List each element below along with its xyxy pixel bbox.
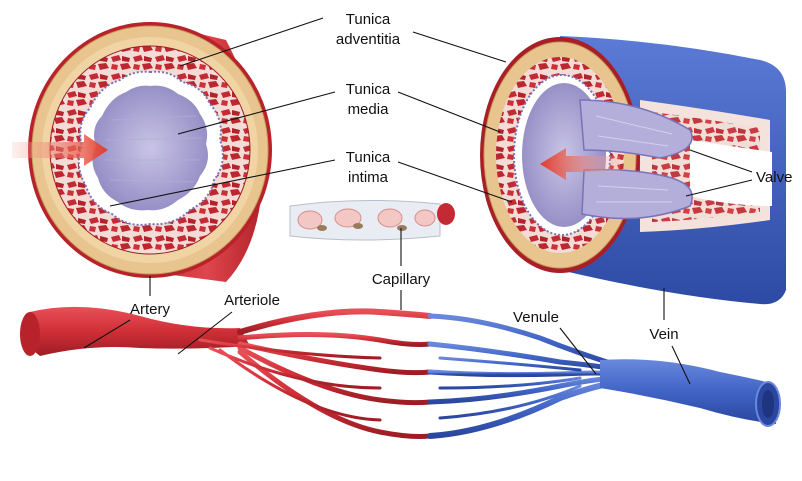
label-valve: Valve xyxy=(756,169,792,186)
label-artery: Artery xyxy=(130,301,171,318)
label-vein: Vein xyxy=(649,326,678,343)
label-tunica-intima-line2: intima xyxy=(348,169,389,186)
label-tunica-adventitia-line2: adventitia xyxy=(336,31,401,48)
label-tunica-adventitia-line1: Tunica xyxy=(346,11,391,28)
label-venule: Venule xyxy=(513,309,559,326)
artery-cross-section xyxy=(12,22,272,282)
label-tunica-intima-line1: Tunica xyxy=(346,149,391,166)
vein-trunk xyxy=(600,359,776,424)
label-arteriole: Arteriole xyxy=(224,292,280,309)
capillary-segment xyxy=(290,200,455,240)
label-capillary: Capillary xyxy=(372,271,431,288)
leader-adventitia-vein xyxy=(413,32,506,62)
venule-branches xyxy=(430,316,620,436)
label-tunica-media-line1: Tunica xyxy=(346,81,391,98)
vein-section xyxy=(480,36,786,304)
capillary-red-blood-cell xyxy=(437,203,455,225)
leader-media-vein xyxy=(398,92,500,132)
label-tunica-media-line2: media xyxy=(348,101,390,118)
